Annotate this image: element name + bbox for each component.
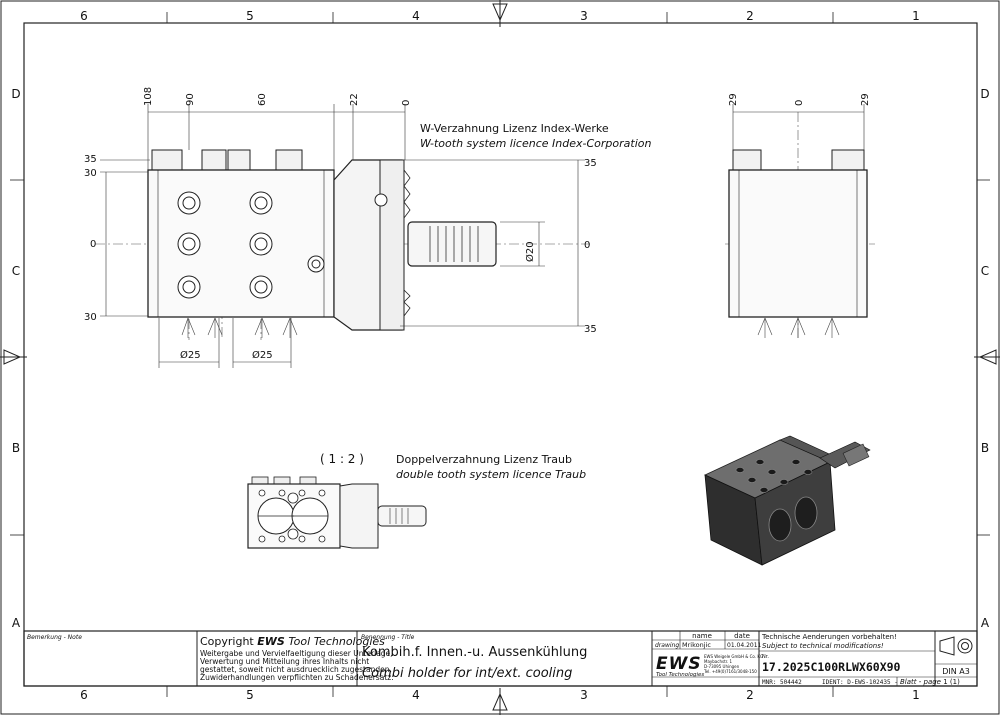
dim-label: 30 [84,312,97,323]
row-label-left: C [12,264,20,278]
row-label-right: C [981,264,989,278]
dim-label: 22 [349,93,360,106]
ident-number: IDENT: D-EWS-102435 - [822,679,898,686]
side-view: 29 0 29 [725,93,875,340]
col-label-top: 3 [580,9,588,23]
col-label-top: 1 [912,9,920,23]
logo-text: EWS [656,654,702,674]
copyright-line: Zuwiderhandlungen verpflichten zu Schade… [200,673,394,682]
title-english: Combi holder for int/ext. cooling [362,666,572,681]
part-number: 17.2025C100RLWX60X90 [762,660,901,674]
col-label-bottom: 6 [80,688,88,702]
detail-note-de: Doppelverzahnung Lizenz Traub [396,453,572,466]
licence-note-de: W-Verzahnung Lizenz Index-Werke [420,122,609,135]
title-german: Kombih.f. Innen.-u. Aussenkühlung [362,645,587,660]
front-view: 108 90 60 22 0 35 30 0 30 35 0 35 Ø20 Ø2… [84,87,651,368]
drawn-by: Mrikonjic [682,641,711,649]
dim-label: Ø25 [252,349,273,361]
dim-label: 0 [794,100,805,106]
row-label-right: A [981,616,990,630]
col-label-bottom: 2 [746,688,754,702]
copyright-heading: Copyright EWS Tool Technologies [200,635,385,648]
drawn-date: 01.04.2011 [727,642,762,649]
dim-label: 29 [728,93,739,106]
dim-label: Ø20 [524,241,536,262]
row-label-left: D [11,87,20,101]
col-label-top: 2 [746,9,754,23]
dim-label: 35 [584,324,597,335]
sheet-label: Blatt - page 1 (1) [900,678,960,686]
col-label-bottom: 4 [412,688,420,702]
row-label-left: A [12,616,21,630]
projection-symbol-icon [939,636,973,656]
dim-label: 0 [584,240,590,251]
sheet-label-text: Blatt - page [900,678,941,686]
col-label-top: 5 [246,9,254,23]
date-header: date [734,632,750,640]
designation-label: Benennung - Title [361,634,415,641]
copyright-line: Weitergabe und Vervielfaeltigung dieser … [200,649,393,658]
dim-label: 0 [90,239,96,250]
col-label-top: 6 [80,9,88,23]
copyright-line: gestattet, soweit nicht ausdruecklich zu… [200,665,392,674]
dim-label: 29 [860,93,871,106]
dim-label: 30 [84,168,97,179]
detail-note-en: double tooth system licence Traub [396,468,586,481]
row-label-right: D [980,87,989,101]
copyright-line: Verwertung und Mitteilung ihres Inhalts … [200,657,369,666]
dim-label: 90 [185,93,196,106]
paper-format: DIN A3 [942,667,970,676]
dim-label: Ø25 [180,349,201,361]
grid-ticks [10,12,990,697]
dim-label: 35 [584,158,597,169]
number-label: Nr. [762,654,769,660]
dim-label: 108 [143,87,154,106]
dim-label: 0 [401,100,412,106]
remark-label: Bemerkung - Note [27,634,82,641]
col-label-bottom: 3 [580,688,588,702]
copyright-prefix: Copyright [200,635,257,648]
company-line: Maybachstr. 1 [704,659,732,664]
tech-note-en: Subject to technical modifications! [762,642,884,650]
dim-label: 60 [257,93,268,106]
tech-note-de: Technische Aenderungen vorbehalten! [761,633,897,641]
detail-scale: ( 1 : 2 ) [320,452,364,466]
company-line: D-73095 Uhingen [704,664,740,669]
licence-note-en: W-tooth system licence Index-Corporation [420,137,651,150]
col-label-bottom: 1 [912,688,920,702]
title-block [23,630,978,687]
col-label-top: 4 [412,9,420,23]
row-label-left: B [12,441,20,455]
dim-label: 35 [84,154,97,165]
copyright-suffix: Tool Technologies [285,635,385,648]
copyright-brand: EWS [257,635,285,648]
col-label-bottom: 5 [246,688,254,702]
company-line: Tel. +49(0)7161/3048-150 [703,669,757,674]
sheet-value: 1 (1) [943,678,960,686]
isometric-view [704,435,871,566]
logo-subtitle: Tool Technologies [656,672,704,678]
detail-view: ( 1 : 2 ) Doppelverzahnung Lizenz Traub … [247,452,586,549]
drawing-label: drawing [655,642,679,649]
mnr-number: MNR: 504442 [762,679,802,686]
company-line: EWS Weigele GmbH & Co. KG [704,654,763,659]
row-label-right: B [981,441,989,455]
ews-logo: EWS Tool Technologies [656,654,704,678]
name-header: name [692,632,712,640]
